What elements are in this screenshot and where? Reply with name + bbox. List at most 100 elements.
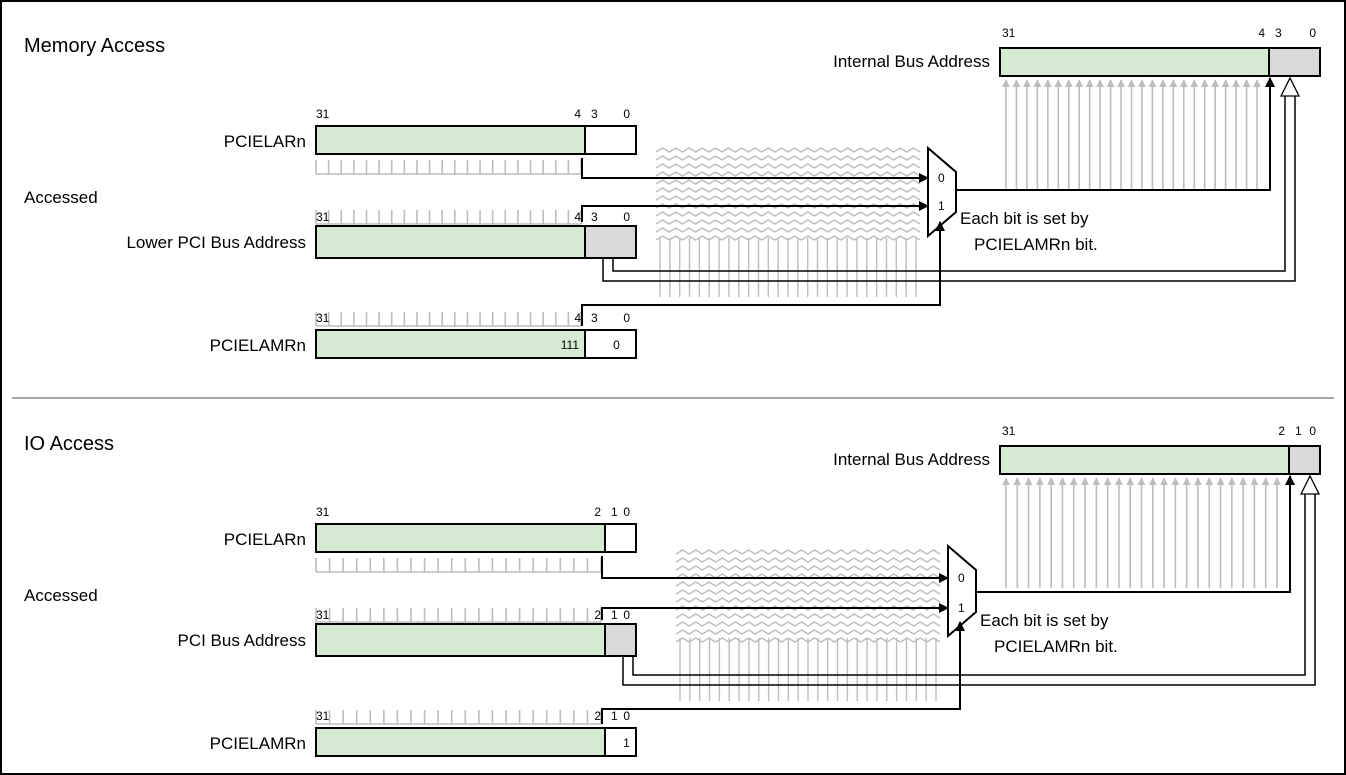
pcielamr-upper-field [315, 329, 586, 359]
pcielamr-bit-lines [315, 710, 602, 725]
internal-bus-address-label: Internal Bus Address [833, 450, 990, 469]
bit-label: 0 [1309, 424, 1316, 438]
bypass-line-inner [622, 490, 1316, 686]
mux-note-line-1: Each bit is set by [980, 611, 1109, 630]
pcielar-bit-lines [315, 558, 602, 573]
pcielamr-bit-lines-path [315, 710, 602, 725]
mux-note-line-2: PCIELAMRn bit. [974, 235, 1098, 254]
internal-bus-upper-field [999, 445, 1290, 475]
bit-label: 4 [574, 107, 581, 121]
bit-label: 0 [623, 608, 630, 622]
pcielar-upper-field [315, 125, 586, 155]
bypass-line-inner [602, 92, 1296, 282]
bit-label: 3 [591, 107, 598, 121]
ghost-zigzag [655, 219, 921, 225]
ghost-zigzag [655, 171, 921, 177]
mux-output-arrow [956, 77, 1275, 191]
ghost-verticals [679, 638, 937, 701]
accessed-label: Accessed [24, 188, 98, 207]
bit-label: 31 [316, 505, 330, 519]
bit-label: 2 [594, 505, 601, 519]
pci-bus-lower-field [584, 225, 637, 259]
pci-bus-bit-lines [315, 210, 582, 225]
bit-label: 4 [1258, 26, 1265, 40]
ghost-zigzag [655, 227, 921, 233]
pcielamr-upper-value: 111 [561, 338, 580, 352]
ghost-zigzag [675, 581, 941, 587]
bit-label: 4 [574, 210, 581, 224]
ghost-zigzag [655, 147, 921, 153]
pcielar-lower-field [604, 523, 637, 553]
pcielamr-lower-value: 0 [613, 338, 620, 352]
pcielamr-bit-lines [315, 312, 582, 327]
pcielamr-bit-lines-path [315, 312, 582, 327]
pcielamr-to-mux-select [601, 621, 965, 724]
ghost-zigzag [655, 163, 921, 169]
mux-input-1-label: 1 [958, 601, 965, 615]
bit-label: 1 [611, 709, 618, 723]
pcielamr-label: PCIELAMRn [210, 336, 306, 355]
mux-input-1-label: 1 [938, 199, 945, 213]
section-title: Memory Access [24, 35, 165, 57]
internal-bus-input-lines [1002, 79, 1261, 190]
ghost-zigzag [655, 187, 921, 193]
mux-note-line-2: PCIELAMRn bit. [994, 637, 1118, 656]
pcielar-to-mux-arrow [601, 556, 949, 583]
bit-label: 31 [316, 608, 330, 622]
pcielamr-lower-value: 1 [623, 736, 630, 750]
bit-label: 31 [316, 107, 330, 121]
bit-label: 1 [1295, 424, 1302, 438]
mux-output-arrow [976, 475, 1295, 593]
bit-label: 1 [611, 608, 618, 622]
bit-label: 1 [611, 505, 618, 519]
pci-addr-to-mux-arrow [581, 201, 929, 222]
bit-label: 2 [594, 709, 601, 723]
bit-label: 0 [623, 311, 630, 325]
pcielamr-upper-field [315, 727, 606, 757]
bypass-line-outer [612, 92, 1286, 272]
pci-bus-bit-lines-path [315, 210, 582, 225]
pci-bus-upper-field [315, 225, 586, 259]
pcielar-label: PCIELARn [224, 530, 306, 549]
internal-bus-upper-field [999, 47, 1270, 77]
accessed-label: Accessed [24, 586, 98, 605]
ghost-zigzag [675, 565, 941, 571]
pcielamr-lower-field [584, 329, 637, 359]
ghost-zigzag [675, 613, 941, 619]
ghost-zigzag [675, 589, 941, 595]
ghost-zigzag [675, 597, 941, 603]
pcielamr-lower-field [604, 727, 637, 757]
ghost-zigzag [675, 549, 941, 555]
mux-input-0-label: 0 [958, 571, 965, 585]
ghost-verticals [659, 238, 917, 297]
pcielamr-label: PCIELAMRn [210, 734, 306, 753]
bit-label: 31 [316, 210, 330, 224]
pcielar-bit-lines-path [315, 558, 602, 573]
pci-addr-to-mux-arrow [601, 603, 949, 620]
bit-label: 0 [623, 709, 630, 723]
pcielar-to-mux-arrow [581, 158, 929, 183]
ghost-zigzag [655, 195, 921, 201]
bit-label: 31 [1002, 26, 1016, 40]
bit-label: 0 [623, 107, 630, 121]
ghost-bundle [655, 147, 921, 241]
bit-label: 31 [316, 311, 330, 325]
ghost-zigzag [675, 621, 941, 627]
bit-label: 4 [574, 311, 581, 325]
ghost-zigzag [655, 211, 921, 217]
bit-label: 0 [623, 210, 630, 224]
pci-bus-upper-field [315, 623, 606, 657]
pcielar-upper-field [315, 523, 606, 553]
pci-bus-bit-lines [315, 608, 602, 623]
bypass-line-outer [632, 490, 1306, 676]
pcielar-bit-lines-path [315, 160, 582, 175]
bit-label: 3 [1275, 26, 1282, 40]
internal-bus-address-label: Internal Bus Address [833, 52, 990, 71]
mux-note-line-1: Each bit is set by [960, 209, 1089, 228]
ghost-zigzag [675, 629, 941, 635]
bit-label: 0 [1309, 26, 1316, 40]
